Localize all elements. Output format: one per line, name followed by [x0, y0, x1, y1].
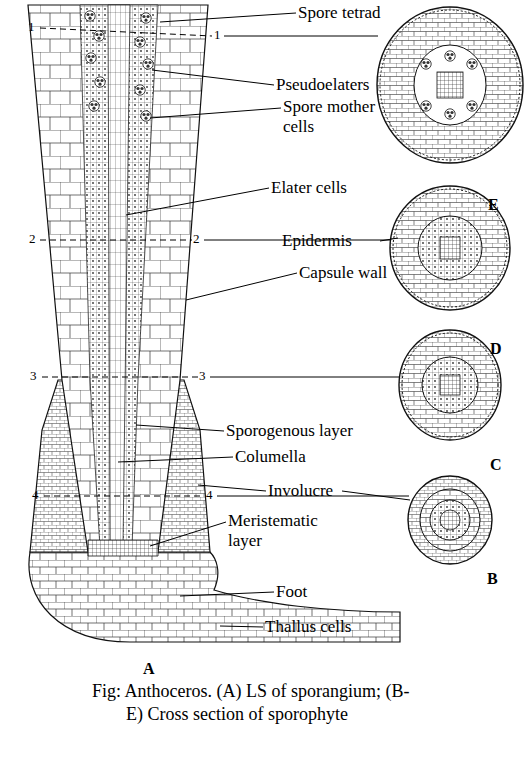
spore-tetrads — [85, 11, 153, 121]
callout-number: 3 — [199, 369, 206, 384]
figure-letter: B — [487, 570, 498, 588]
callout-number: 1 — [214, 28, 221, 43]
part-label: Involucre — [268, 481, 333, 501]
part-label: Spore mother cells — [283, 97, 395, 136]
part-label: Meristematic layer — [228, 511, 338, 550]
leader-lines — [118, 13, 410, 627]
figure-letter: C — [490, 456, 502, 474]
part-label: Epidermis — [282, 231, 352, 251]
part-label: Columella — [235, 447, 306, 467]
callout-number: 3 — [30, 369, 37, 384]
cross-section-b — [408, 476, 492, 564]
foot-and-thallus — [29, 552, 400, 642]
part-label: Pseudoelaters — [276, 75, 369, 95]
callout-number: 4 — [32, 488, 39, 503]
figure-letter: D — [490, 340, 502, 358]
sporogenous-tissue — [80, 5, 158, 548]
columella — [108, 5, 130, 548]
callout-number: 1 — [28, 20, 35, 35]
callout-number: 2 — [29, 232, 36, 247]
section-level-lines — [40, 28, 212, 496]
figure-caption: Fig: Anthoceros. (A) LS of sporangium; (… — [92, 680, 426, 725]
cross-section-d — [390, 186, 510, 310]
part-label: Foot — [276, 582, 307, 602]
capsule-wall — [28, 5, 208, 552]
callout-number: 4 — [206, 488, 213, 503]
callout-number: 2 — [193, 232, 200, 247]
part-label: Sporogenous layer — [226, 421, 353, 441]
cross-section-e — [377, 7, 523, 163]
cross-section-c — [399, 330, 501, 440]
meristematic-layer — [88, 540, 158, 556]
part-label: Thallus cells — [265, 617, 351, 637]
part-label: Spore tetrad — [298, 3, 381, 23]
part-label: Capsule wall — [299, 263, 387, 283]
part-label: Elater cells — [271, 178, 347, 198]
figure-letter: E — [488, 196, 499, 214]
figure-letter: A — [143, 660, 155, 678]
